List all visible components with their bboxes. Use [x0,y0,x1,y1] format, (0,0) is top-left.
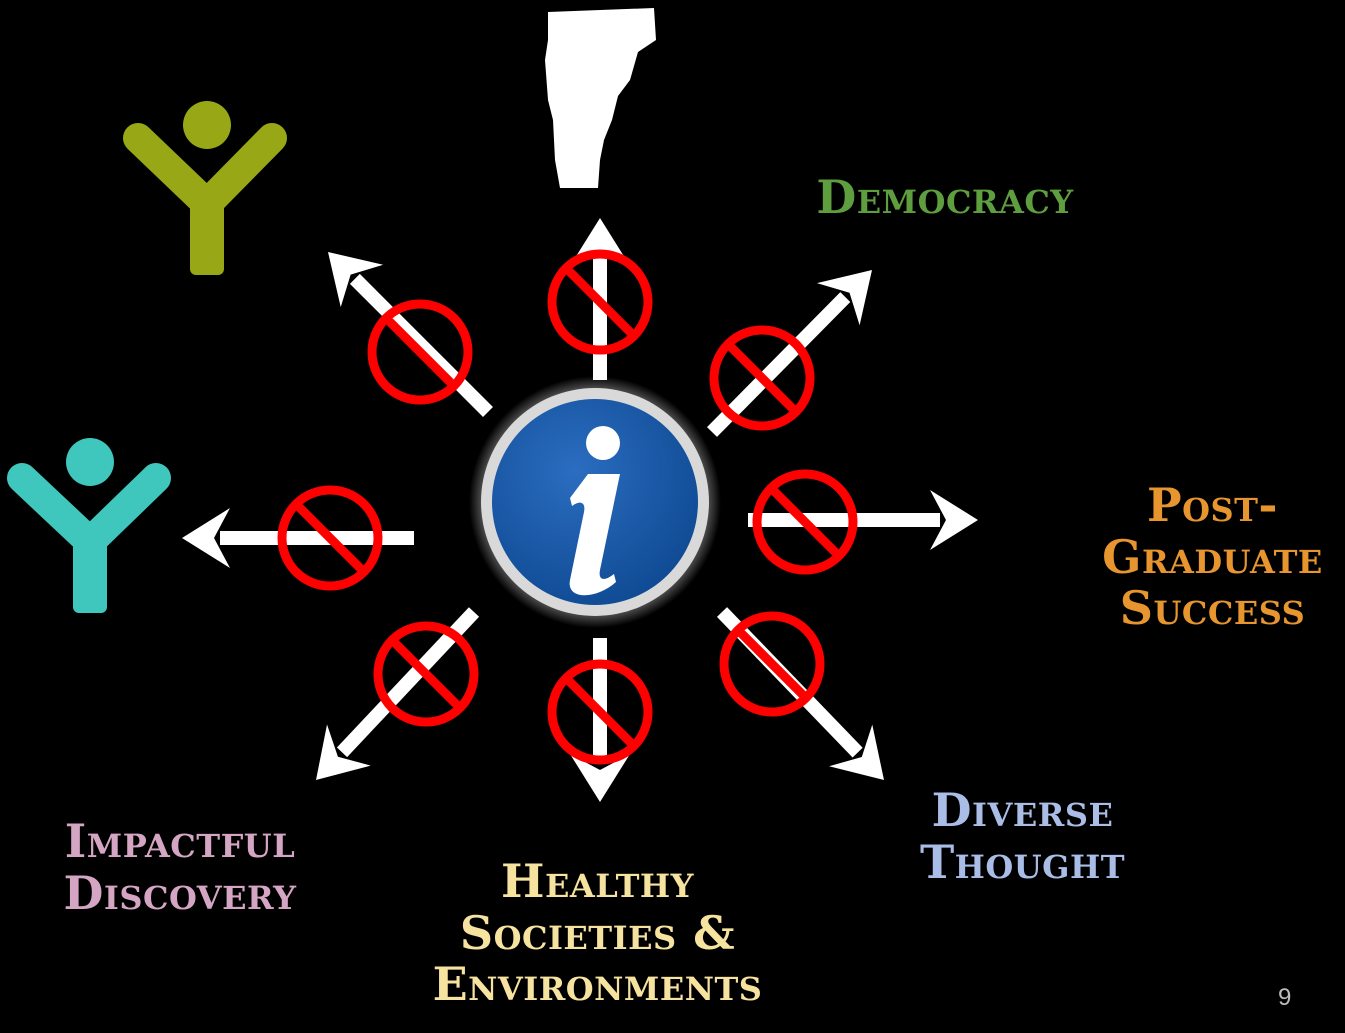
arrow-right [748,490,978,550]
label-healthy-societies: Healthy Societies & Environments [432,854,763,1012]
prohibition-icon [719,611,825,717]
vermont-state-icon [545,8,656,188]
page-number: 9 [1278,984,1292,1011]
prohibition-icon [709,325,815,431]
prohibition-icon [547,659,653,765]
label-impactful-discovery: Impactful Discovery [63,814,297,920]
prohibition-icon [752,469,858,575]
prohibition-icon [373,621,479,727]
arrow-up-right [707,270,872,437]
label-democracy: Democracy [816,170,1074,224]
person-olive-icon [123,101,287,275]
person-teal-icon [7,438,171,613]
label-diverse-thought: Diverse Thought [919,783,1126,889]
prohibition-icon [547,249,653,355]
prohibition-icon [277,485,383,591]
prohibition-icon [367,299,473,405]
arrow-down [570,638,630,802]
prohibition-signs [277,249,858,765]
label-post-graduate-success: Post- Graduate Success [1102,478,1323,636]
info-icon [469,376,721,628]
arrow-up-left [328,252,493,417]
